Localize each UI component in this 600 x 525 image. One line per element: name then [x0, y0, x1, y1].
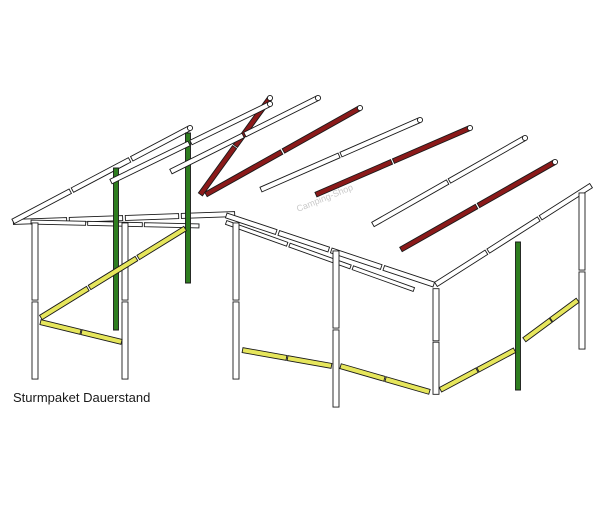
storm-upright-left-rear	[185, 132, 191, 284]
upright-right-1	[232, 301, 240, 380]
storm-roof-pole-3	[204, 149, 284, 198]
roof-pole-4	[259, 152, 341, 193]
roof-pole-6	[447, 135, 526, 184]
front-beam-left	[124, 213, 180, 221]
upright-right-4	[578, 271, 586, 350]
front-beam-right	[329, 247, 383, 271]
upright-right-4	[578, 192, 586, 271]
side-rafter-right	[433, 249, 489, 288]
roof-pole-6	[371, 179, 450, 228]
front-beam-left	[68, 215, 124, 223]
storm-roof-pole-5	[314, 159, 394, 198]
storm-roof-pole-7-cap	[551, 158, 559, 166]
storm-roof-pole-1-cap	[266, 94, 274, 102]
storm-brace-right-2	[384, 376, 431, 395]
storm-brace-right-4	[522, 317, 553, 343]
upright-right-1	[232, 222, 240, 301]
upright-right-2	[332, 329, 340, 408]
storm-roof-pole-7	[399, 203, 479, 253]
roof-pole-8	[189, 101, 271, 146]
roof-pole-6-cap	[521, 134, 529, 142]
storm-roof-pole-5-cap	[466, 124, 474, 132]
storm-roof-pole-7	[476, 159, 556, 209]
roof-pole-8-cap	[266, 100, 274, 108]
awning-frame	[11, 94, 594, 408]
upright-left-1	[31, 301, 39, 380]
storm-brace-right-3	[438, 367, 479, 393]
front-rail-right	[351, 265, 416, 293]
roof-pole-8	[109, 140, 191, 185]
storm-roof-pole-3-cap	[356, 104, 364, 112]
side-rafter-left	[70, 157, 132, 193]
diagram-caption: Sturmpaket Dauerstand	[13, 390, 151, 405]
upright-left-2	[121, 222, 129, 301]
roof-pole-4-cap	[416, 116, 424, 124]
roof-pole-2-cap	[314, 94, 322, 102]
storm-roof-pole-5	[391, 125, 471, 164]
storm-upright-left-mid	[113, 167, 119, 331]
front-beam-left	[180, 211, 236, 219]
front-beam-right	[277, 229, 331, 253]
roof-pole-4	[339, 117, 421, 158]
storm-diagonal-left-low	[80, 329, 123, 345]
storm-brace-right-4	[549, 297, 580, 323]
storm-brace-right-1	[286, 355, 333, 369]
front-beam-right	[224, 212, 278, 236]
upright-right-3	[432, 341, 440, 395]
storm-roof-pole-3	[281, 105, 361, 154]
storm-diagonal-left	[87, 255, 139, 291]
storm-diagonal-left	[38, 285, 90, 321]
storm-brace-right-1	[241, 347, 288, 361]
front-beam-lower-left	[30, 219, 87, 226]
storm-diagonal-left	[136, 225, 188, 261]
front-rail-right	[224, 219, 289, 247]
storm-diagonal-left-low	[39, 319, 82, 335]
storm-brace-right-3	[476, 347, 517, 373]
storm-brace-right-2	[339, 363, 386, 382]
upright-right-3	[432, 288, 440, 342]
side-rafter-left	[11, 188, 73, 225]
upright-left-2	[121, 301, 129, 380]
upright-right-2	[332, 250, 340, 329]
roof-pole-2	[169, 132, 245, 175]
upright-left-1	[31, 222, 39, 301]
rafter-end-cap	[186, 124, 194, 132]
storm-roof-pole-1	[197, 144, 238, 197]
storm-upright-right	[515, 241, 521, 391]
side-rafter-right	[486, 216, 541, 254]
watermark: Camping-Shop	[295, 182, 354, 214]
